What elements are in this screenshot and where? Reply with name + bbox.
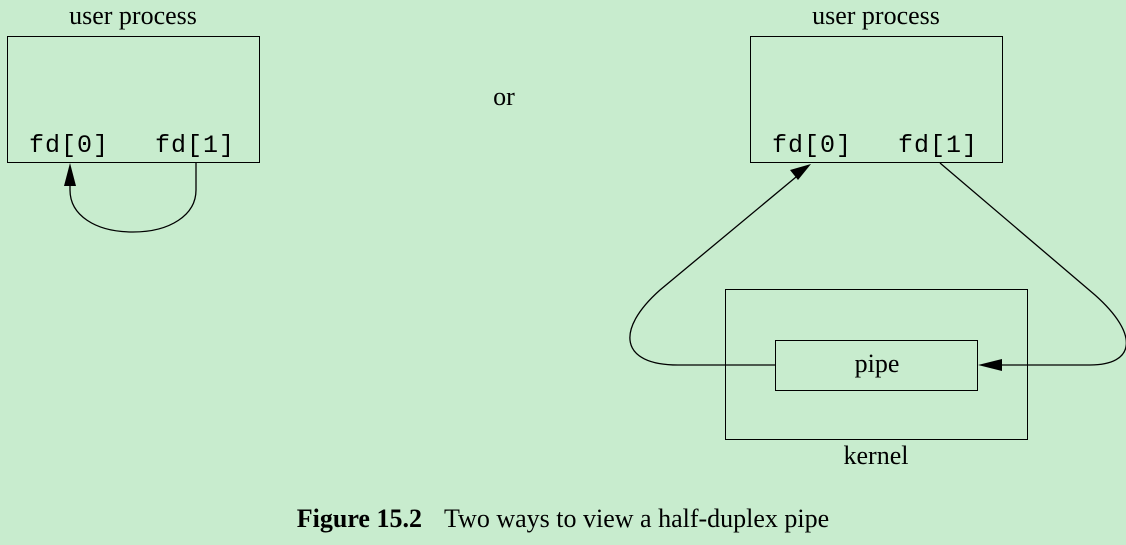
kernel-label: kernel xyxy=(843,441,909,470)
right-user-process-box: fd[0] fd[1] xyxy=(750,36,1003,163)
pipe-box: pipe xyxy=(775,340,978,391)
figure-caption: Figure 15.2 Two ways to view a half-duple… xyxy=(0,506,1126,532)
pipe-label: pipe xyxy=(854,349,900,378)
fd0-arrowhead xyxy=(790,164,811,180)
right-process-label: user process xyxy=(812,1,940,30)
left-fd0-label: fd[0] xyxy=(29,131,110,160)
or-separator: or xyxy=(493,82,515,111)
pipe-input-arrowhead xyxy=(978,359,1002,371)
pipe-to-fd0-arrow xyxy=(629,176,797,366)
fd1-to-pipe-arrow xyxy=(939,162,1126,366)
left-fd1-label: fd[1] xyxy=(155,131,236,160)
figure-number: Figure 15.2 xyxy=(296,504,422,533)
left-loop-arrowhead xyxy=(64,163,76,186)
left-process-label: user process xyxy=(69,1,197,30)
left-user-process-box: fd[0] fd[1] xyxy=(7,36,260,163)
right-fd1-label: fd[1] xyxy=(898,131,979,160)
figure-caption-text: Two ways to view a half-duplex pipe xyxy=(443,504,830,533)
left-loop-arrow xyxy=(69,163,197,233)
right-fd0-label: fd[0] xyxy=(772,131,853,160)
